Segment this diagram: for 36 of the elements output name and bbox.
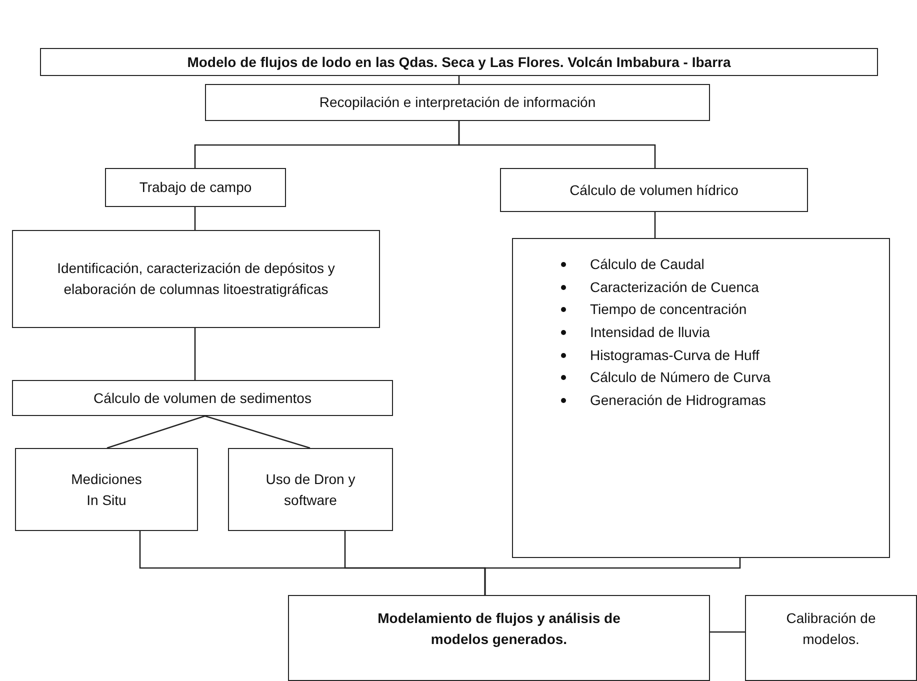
process-box bbox=[12, 380, 393, 416]
connector-line bbox=[106, 415, 206, 449]
process-box bbox=[15, 448, 198, 531]
process-box bbox=[288, 595, 710, 681]
connector-line bbox=[194, 207, 196, 230]
process-box bbox=[105, 168, 286, 207]
node-text: Mediciones In Situ bbox=[70, 470, 143, 510]
bullet-item: Cálculo de Número de Curva bbox=[590, 368, 771, 388]
connector-line bbox=[194, 328, 196, 380]
node-text: Modelamiento de flujos y análisis de modelos generados. bbox=[376, 609, 622, 649]
connector-line bbox=[710, 631, 745, 633]
list-box bbox=[512, 238, 890, 558]
node-text: Uso de Dron y software bbox=[264, 470, 356, 510]
bullet-item: Generación de Hidrogramas bbox=[590, 391, 766, 410]
node-text: Trabajo de campo bbox=[139, 178, 252, 197]
bullet-item: Cálculo de Caudal bbox=[590, 255, 704, 274]
bullet-item: Intensidad de lluvia bbox=[590, 323, 710, 342]
node-text: Cálculo de volumen hídrico bbox=[570, 180, 738, 200]
process-box bbox=[500, 168, 808, 212]
process-box bbox=[228, 448, 393, 531]
bullet-item: Caracterización de Cuenca bbox=[590, 278, 759, 297]
connector-line bbox=[204, 415, 310, 449]
bullet-item: Tiempo de concentración bbox=[590, 300, 747, 320]
connector-line bbox=[654, 212, 656, 238]
connector-line bbox=[458, 121, 656, 168]
connector-line bbox=[484, 558, 741, 595]
process-box bbox=[205, 84, 710, 121]
node-text: Cálculo de volumen de sedimentos bbox=[94, 388, 312, 408]
node-text: Identificación, caracterización de depósitos y elaboración de columnas litoestratigráficas bbox=[56, 259, 336, 299]
node-text: Recopilación e interpretación de información bbox=[319, 93, 596, 112]
process-box bbox=[40, 48, 878, 76]
node-text: Modelo de flujos de lodo en las Qdas. Seca y Las Flores. Volcán Imbabura - Ibarra bbox=[187, 52, 731, 72]
node-text: Calibración de modelos. bbox=[785, 609, 877, 649]
bullet-item: Histogramas-Curva de Huff bbox=[590, 346, 760, 365]
process-box bbox=[745, 595, 917, 681]
process-box bbox=[12, 230, 380, 328]
